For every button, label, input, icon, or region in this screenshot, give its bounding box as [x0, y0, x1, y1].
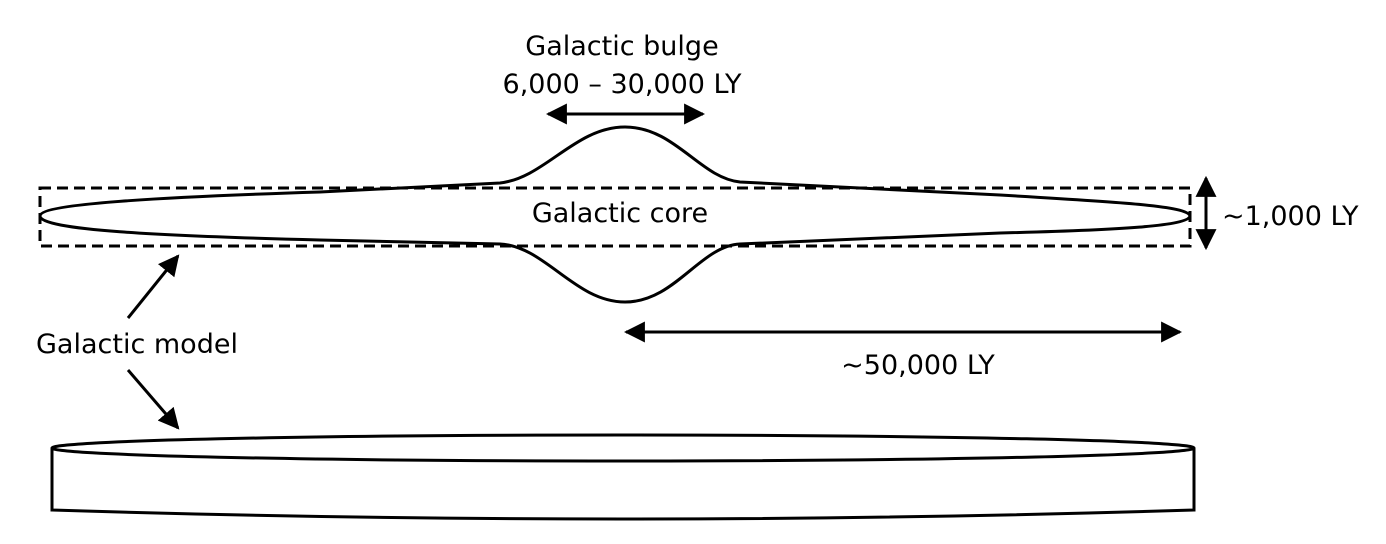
core-label: Galactic core: [532, 198, 708, 229]
bulge-title-label: Galactic bulge: [525, 31, 718, 62]
radius-label: ~50,000 LY: [841, 350, 995, 381]
model-label: Galactic model: [36, 329, 238, 360]
galactic-model-disk-top: [50, 433, 1196, 463]
thickness-label: ~1,000 LY: [1222, 201, 1359, 232]
model-pointer-down-arrow: [126, 369, 180, 430]
galaxy-profile: [38, 125, 1192, 304]
bulge-range-label: 6,000 – 30,000 LY: [503, 69, 742, 100]
galactic-model-disk: [50, 448, 1196, 521]
model-pointer-up-arrow: [126, 254, 180, 319]
